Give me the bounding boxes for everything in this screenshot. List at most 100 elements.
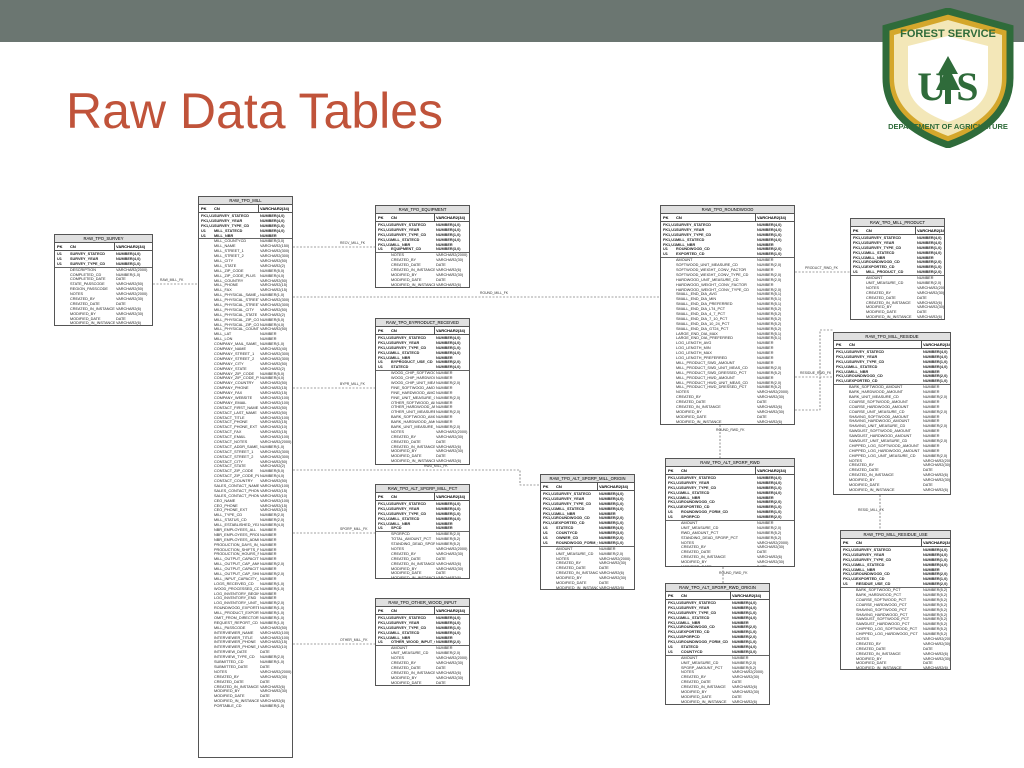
key-cell: U1 <box>543 540 548 545</box>
column-name-cell: CONTACT_EMAIL <box>214 435 246 440</box>
column-name-cell: LOG_INVENTORY_BEGIN <box>214 591 259 596</box>
key-cell: U1 <box>378 526 383 531</box>
column-name-cell: BARK_UNIT_MEASURE_CD <box>849 395 899 400</box>
table-row: PRODUCTION_SHIFTS_PER_DAYNUMBER <box>199 548 292 553</box>
column-type-cell: NUMBER <box>436 646 453 651</box>
column-type-cell: NUMBER <box>923 414 940 419</box>
column-type-cell: NUMBER <box>436 526 453 531</box>
column-name-cell: COMPANY_FAX <box>214 391 243 396</box>
column-type-cell: NUMBER(5,2) <box>436 542 461 547</box>
column-type-cell: NUMBER <box>757 360 774 365</box>
key-cell: FK1,U1 <box>836 350 850 354</box>
column-name-cell: PRODUCTION_DAYS_IN_YEAR <box>214 542 259 547</box>
column-name-cell: FINE_SOFTWOOD_AMOUNT <box>391 385 435 390</box>
column-type-cell: NUMBER(4,0) <box>757 476 782 480</box>
column-type-cell: VARCHAR2(6) <box>923 666 949 670</box>
header-cn: CN <box>856 540 862 545</box>
column-name-cell: SURVEY_STATECD <box>70 252 106 256</box>
column-type-cell: VARCHAR2(6) <box>917 315 943 320</box>
column-name-cell: LOGS_RECEIVED_CD <box>214 581 254 586</box>
column-name-cell: MODIFIED_DATE <box>214 694 245 699</box>
column-type-cell: NUMBER(4,0) <box>436 336 461 340</box>
column-name-cell: NOTES <box>681 670 695 675</box>
column-name-cell: MODIFIED_DATE <box>680 565 756 566</box>
column-type-cell: NUMBER(4,0) <box>436 616 461 620</box>
column-type-cell: NUMBER <box>917 255 934 260</box>
column-name-cell: CONTACT_ZIP_CODE_PLUS <box>214 474 259 479</box>
column-type-cell: DATE <box>732 694 742 699</box>
column-name-cell: CONTACT_NOTES <box>214 439 248 444</box>
column-type-cell: NUMBER(1,0) <box>260 293 285 298</box>
column-type-cell: NUMBER <box>732 620 749 625</box>
header-type: VARCHAR2(34) <box>921 539 950 546</box>
column-name-cell: SOFTWOOD_WEIGHT_CONV_FACTOR <box>676 268 747 273</box>
column-type-cell: VARCHAR2(15) <box>260 391 288 396</box>
key-cell: FK1,U1 <box>378 616 392 620</box>
column-name-cell: MODIFIED_IN_INSTANCE <box>70 321 115 326</box>
column-name-cell: CREATED_DATE <box>391 556 421 561</box>
key-cell: FK1,U1 <box>843 572 857 577</box>
column-type-cell: NUMBER(1,0) <box>436 511 461 516</box>
column-type-cell: VARCHAR2(50) <box>260 327 288 332</box>
column-type-cell: NUMBER(4,0) <box>260 214 285 218</box>
column-name-cell: STATECD <box>556 526 574 531</box>
column-type-cell: VARCHAR2(6) <box>757 555 783 560</box>
column-type-cell: VARCHAR2(300) <box>260 254 290 259</box>
column-name-cell: MILL_STATECD <box>391 350 420 355</box>
column-type-cell: NUMBER(2,0) <box>757 277 782 282</box>
relationship-label: RECV_MILL_FK <box>340 241 366 245</box>
column-name-cell: ROUNDWOOD_FORM_CD <box>556 540 598 545</box>
key-cell: FK1,U1 <box>378 227 392 232</box>
column-type-cell: NUMBER <box>260 596 277 601</box>
column-name-cell: MODIFIED_BY <box>70 311 96 316</box>
column-name-cell: SURVEY_YEAR <box>681 605 710 610</box>
column-name-cell: ROUNDWOOD_CD <box>681 625 715 630</box>
header-type: VARCHAR2(34) <box>915 227 944 234</box>
column-type-cell: NUMBER(2,0) <box>757 500 782 505</box>
column-type-cell: NUMBER(1,0) <box>260 704 285 709</box>
column-type-cell: NUMBER(4,0) <box>923 350 948 354</box>
column-name-cell: COARSE_HARDWOOD_PCT <box>856 602 907 607</box>
column-name-cell: CREATED_DATE <box>391 263 421 268</box>
column-name-cell: SURVEY_TYPE_CD <box>681 485 717 490</box>
column-type-cell: NUMBER(4,0) <box>436 227 461 232</box>
column-name-cell: PRODUCTION_SHIFTS_PER_DAY <box>214 547 259 552</box>
column-type-cell: NUMBER(5,2) <box>757 370 782 375</box>
column-name-cell: MILL_STATECD <box>391 516 420 521</box>
column-name-cell: MILL_NBR <box>391 635 411 640</box>
column-name-cell: SURVEY_STATECD <box>391 336 427 340</box>
key-cell: FK1,U1 <box>378 345 392 350</box>
header-pk: PK <box>663 215 669 220</box>
